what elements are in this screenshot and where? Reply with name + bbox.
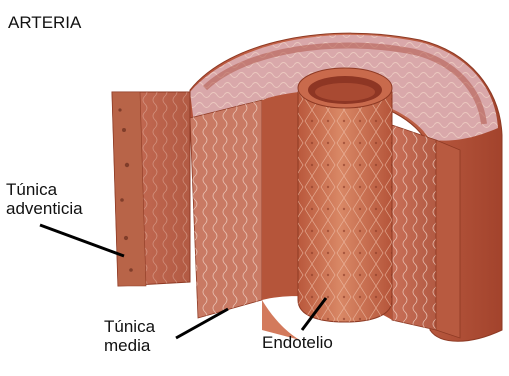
left-slab-edge <box>112 92 146 286</box>
leader-adventicia <box>40 225 124 256</box>
diagram-title: ARTERIA <box>8 13 81 32</box>
label-adventicia-line1: Túnica <box>6 180 83 199</box>
right-outer-face <box>436 140 460 338</box>
label-tunica-media: Túnica media <box>104 317 155 355</box>
label-endotelio: Endotelio <box>262 333 333 352</box>
label-media-line2: media <box>104 336 155 355</box>
label-tunica-adventicia: Túnica adventicia <box>6 180 83 218</box>
label-media-line1: Túnica <box>104 317 155 336</box>
label-adventicia-line2: adventicia <box>6 199 83 218</box>
